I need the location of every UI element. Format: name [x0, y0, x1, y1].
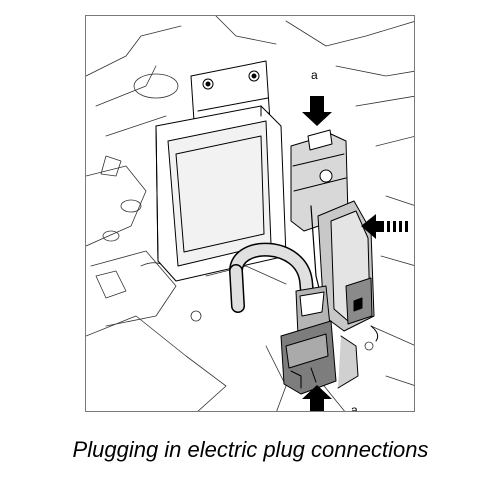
- callout-label-bottom: a: [351, 403, 358, 412]
- figure-frame: a a: [85, 15, 415, 412]
- lower-plug: [280, 320, 359, 395]
- background-linework: [86, 16, 414, 411]
- arrow-top: [302, 96, 332, 126]
- plug-connection-illustration: [86, 16, 414, 411]
- figure-caption: Plugging in electric plug connections: [72, 437, 429, 462]
- control-unit-housing: [155, 105, 287, 282]
- arrow-bottom: [302, 385, 332, 411]
- plug-side-housing: [317, 200, 379, 342]
- callout-label-top: a: [311, 68, 318, 82]
- arrow-right: [361, 214, 408, 239]
